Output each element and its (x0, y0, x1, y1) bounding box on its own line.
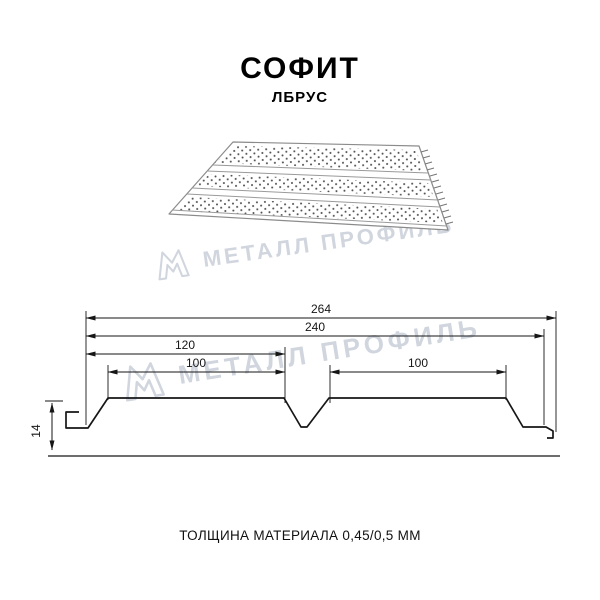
dimension-label-14: 14 (29, 424, 43, 438)
dimension-label-240: 240 (305, 320, 325, 334)
dimension-label-100-right: 100 (408, 356, 428, 370)
dimension-label-264: 264 (311, 302, 331, 316)
dimension-label-100-left: 100 (186, 356, 206, 370)
extension-lines (45, 311, 557, 432)
page-title: СОФИТ (240, 52, 360, 85)
dimension-lines (49, 315, 557, 451)
soffit-panel-grooves (171, 164, 448, 227)
dimension-label-120: 120 (175, 338, 195, 352)
page-subtitle: ЛБРУС (271, 89, 329, 106)
soffit-panel-perforation (215, 146, 424, 171)
material-note: ТОЛЩИНА МАТЕРИАЛА 0,45/0,5 ММ (179, 528, 421, 543)
soffit-panel-perforation (195, 174, 434, 197)
cross-section: 264 240 120 100 100 14 (29, 302, 560, 457)
soffit-panel-perforation (177, 197, 443, 223)
profile-outline (65, 397, 554, 439)
soffit-panel-edge-perforation (420, 149, 454, 225)
panel-3d-view (168, 141, 454, 231)
